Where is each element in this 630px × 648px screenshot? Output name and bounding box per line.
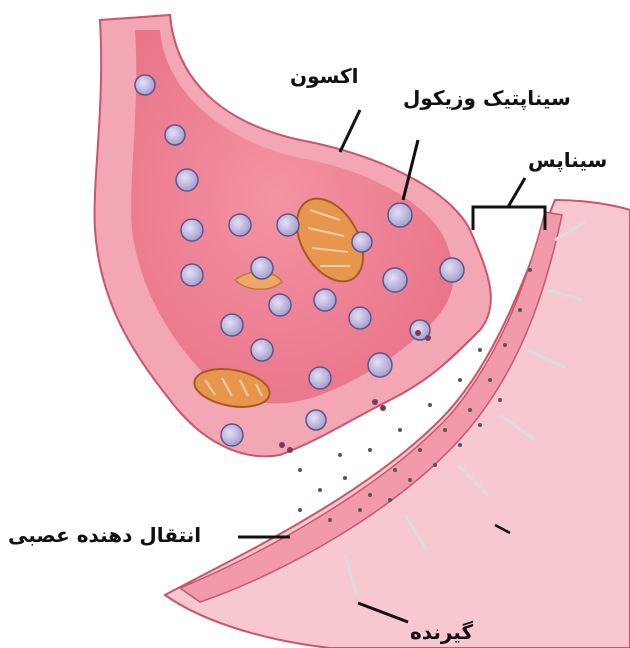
label-neurotransmitter: انتقال دهنده عصبی: [8, 523, 201, 547]
label-synapse: سیناپس: [528, 148, 607, 172]
axon-pointer: [340, 110, 360, 152]
synapse-bracket: [473, 207, 545, 230]
label-synaptic-vesicle: سیناپتیک وزیکول: [403, 86, 571, 110]
label-axon: اکسون: [290, 64, 358, 88]
label-receptor: گیرنده: [410, 620, 473, 644]
synapse-pointer: [508, 178, 525, 207]
